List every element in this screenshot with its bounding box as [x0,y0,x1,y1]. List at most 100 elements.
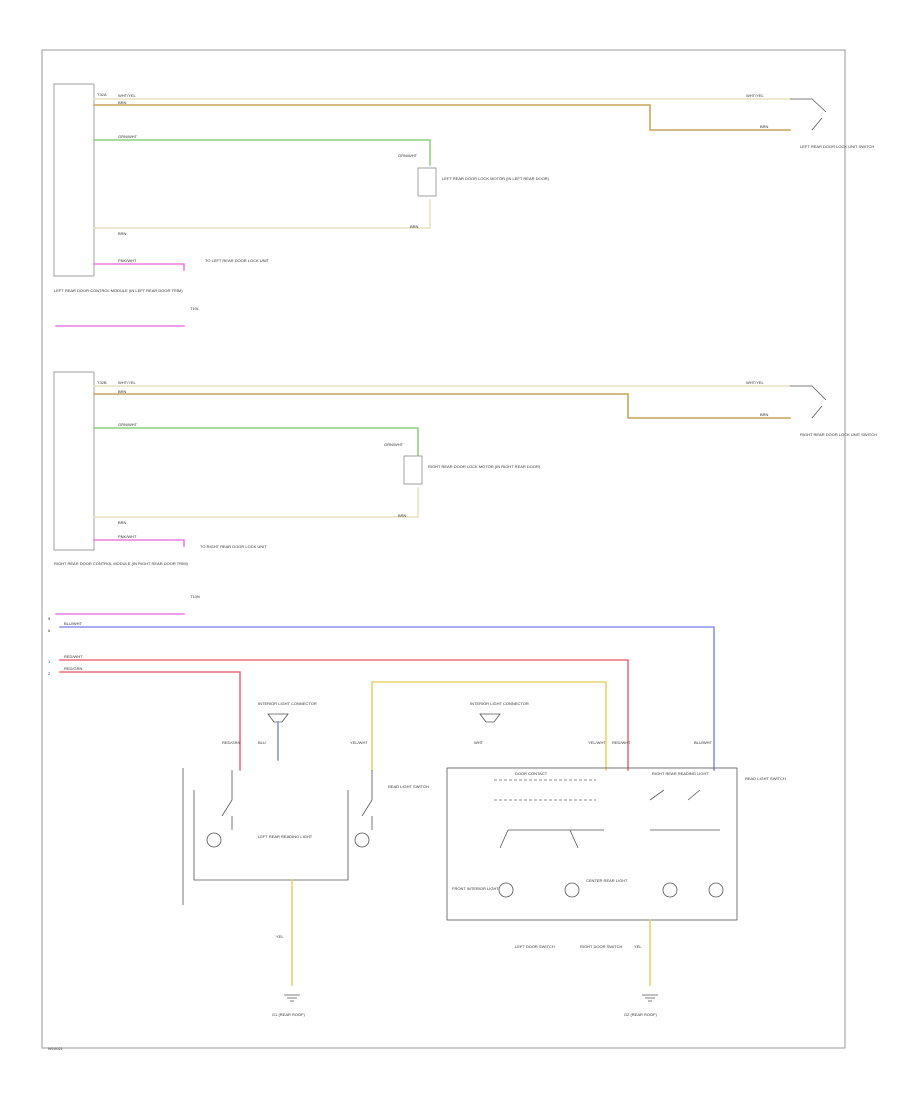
wire-grn-wht-mid [93,427,419,456]
wire-label-yel-ground-right: YEL [634,944,642,949]
right-switch-label: READ LIGHT SWITCH [745,776,786,781]
right-read-light-icon [708,882,724,898]
right-ground-symbol [642,994,658,1002]
wire-label-wht-yel-top-right: WHT/YEL [746,93,765,98]
pin2-label: 2 [48,671,51,676]
right-reading-lamp-icon [662,882,678,898]
left-reading-lamp-icon [206,832,222,848]
wire-label-brn-return: BRN [118,231,127,236]
right-lock-switch [790,385,827,419]
ground-left-label: G1 (REAR ROOF) [272,1012,306,1017]
wire-label-brn-mid-right: BRN [760,412,769,417]
ground-right-label: G2 (REAR ROOF) [624,1012,658,1017]
left-interior-connector-label: INTERIOR LIGHT CONNECTOR [258,701,317,706]
left-rear-door-module-box [53,83,95,277]
left-lamp-switch-2 [361,770,373,830]
left-read-light-icon [354,832,370,848]
left-lamp-switch-1 [221,770,233,830]
left-interior-connector-icon [267,713,289,723]
wire-label-wht-yel-mid: WHT/YEL [118,380,137,385]
top-section: LEFT REAR DOOR CONTROL MODULE (IN LEFT R… [53,83,874,327]
center-lamp-label: CENTER REAR LIGHT [586,878,628,883]
wire-label-grn-wht-mid: GRN/WHT [118,422,138,427]
wire-label-blu-wht-drop: BLU/WHT [694,740,713,745]
center-rear-lamp-icon [564,882,580,898]
right-lamp-label: RIGHT REAR READING LIGHT [652,771,709,776]
right-door-switches [649,789,720,831]
wire-grn-wht-top [93,139,431,166]
left-lamp-label: LEFT REAR READING LIGHT [258,834,313,839]
wire-label-brn-top: BRN [118,100,127,105]
wire-brn-top [93,104,791,131]
front-interior-lamp-icon [498,882,514,898]
wire-yel-wht [371,681,607,771]
right-interior-connector-label: INTERIOR LIGHT CONNECTOR [470,701,529,706]
right-internal-bus [494,779,596,801]
right-lock-switch-label: RIGHT REAR DOOR LOCK UNIT SWITCH [800,432,877,437]
left-lock-motor [417,167,437,197]
wire-label-pnk-wht-mid: PNK/WHT [118,534,137,539]
wire-label-yel-wht-drop-2: YEL/WHT [588,740,606,745]
pin6-label: 6 [48,628,51,633]
wire-blu-wht [59,626,715,771]
left-switch-label: READ LIGHT SWITCH [388,784,429,789]
left-door-switch-label: LEFT DOOR SWITCH [515,944,555,949]
t10n-connector: T10N [190,594,200,599]
bus-note-mid: TO RIGHT REAR DOOR LOCK UNIT [200,544,267,549]
wire-label-brn-motor-mid: BRN [398,513,407,518]
t32a-connector: T32A [97,92,107,97]
wire-pnk-wht-mid [93,539,185,547]
left-ground-symbol [284,994,300,1002]
wire-label-brn-top-right: BRN [760,124,769,129]
left-lamp-housing [182,768,349,905]
wire-label-blu-wht: BLU/WHT [64,621,83,626]
bottom-section: 5 6 BLU/WHT 1 2 RED/WHT RED/GRN INTERIOR… [48,616,786,1017]
wire-label-wht-yel-mid-right: WHT/YEL [746,380,765,385]
left-lock-switch [790,98,827,131]
door-contact-label: DOOR CONTACT [515,771,548,776]
page-reference: W10021 [48,1046,64,1051]
wire-label-wht-drop: WHT [474,740,484,745]
bus-note-top: TO LEFT REAR DOOR LOCK UNIT [205,258,270,263]
t32b-connector: T32B [97,380,107,385]
right-door-switch-label: RIGHT DOOR SWITCH [580,944,622,949]
wire-label-grn-wht-motor-mid: GRN/WHT [384,442,404,447]
right-lock-motor-label: RIGHT REAR DOOR LOCK MOTOR (IN RIGHT REA… [428,464,541,469]
wire-pnk-wht-top [93,263,185,271]
wire-label-red-wht: RED/WHT [64,654,83,659]
diagram-frame [41,49,846,1049]
wire-label-yel-ground: YEL [276,934,284,939]
pin1-label: 1 [48,659,51,664]
right-lock-motor [403,455,423,485]
right-module-label: RIGHT REAR DOOR CONTROL MODULE (IN RIGHT… [54,561,189,566]
right-interior-connector-icon [479,713,501,723]
wire-label-brn-mid: BRN [118,389,127,394]
wire-label-grn-wht-top: GRN/WHT [118,134,138,139]
mid-section: RIGHT REAR DOOR CONTROL MODULE (IN RIGHT… [53,371,877,615]
right-lamp-housing [446,767,738,921]
right-switch-contacts [499,829,604,849]
left-lock-motor-label: LEFT REAR DOOR LOCK MOTOR (IN LEFT REAR … [442,176,550,181]
wire-label-red-grn-drop: RED/GRN [222,740,241,745]
left-lock-switch-label: LEFT REAR DOOR LOCK UNIT SWITCH [800,144,874,149]
wire-label-brn-motor: BRN [410,224,419,229]
wire-label-wht-yel-top: WHT/YEL [118,93,137,98]
wire-label-grn-wht-motor: GRN/WHT [398,153,418,158]
wire-brn-return-mid [93,487,419,518]
wire-red-grn [59,671,241,771]
right-rear-door-module-box [53,371,95,551]
t10l-connector: T10L [190,306,200,311]
wire-label-pnk-wht-top: PNK/WHT [118,258,137,263]
wire-red-wht [59,659,629,771]
wire-label-blu-drop: BLU [258,740,266,745]
wire-brn-return-top [93,199,431,229]
wire-label-yel-wht-drop: YEL/WHT [350,740,368,745]
wire-label-red-wht-drop: RED/WHT [612,740,631,745]
wire-label-brn-return-mid: BRN [118,520,127,525]
wire-label-red-grn: RED/GRN [64,666,83,671]
pin5-label: 5 [48,616,51,621]
wire-brn-mid [93,393,791,419]
left-module-label: LEFT REAR DOOR CONTROL MODULE (IN LEFT R… [54,288,183,293]
front-lamp-label: FRONT INTERIOR LIGHT [452,886,499,891]
